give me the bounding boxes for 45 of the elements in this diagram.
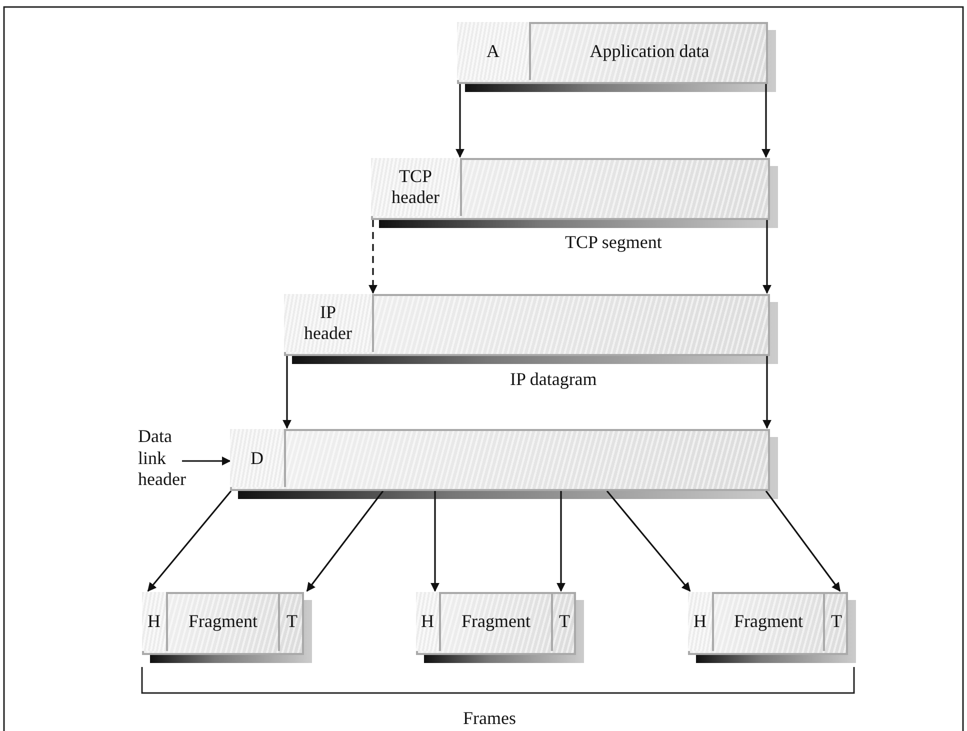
field-label: D (250, 448, 264, 468)
arrow (765, 490, 841, 592)
arrow (306, 490, 384, 592)
packet-bar (688, 592, 848, 655)
field-cell (416, 592, 441, 651)
arrow (456, 84, 464, 158)
arrow (556, 491, 566, 592)
field-label: TCP header (390, 166, 440, 208)
packet-bar (371, 158, 770, 220)
arrow (282, 356, 292, 429)
arrow (762, 84, 770, 158)
field-label: H (421, 611, 434, 632)
field-label: H (148, 611, 160, 632)
packet-bar (284, 294, 770, 356)
field-cell (371, 158, 462, 216)
field-label: A (486, 40, 500, 62)
field-label: Fragment (188, 611, 258, 632)
field-cell (142, 592, 168, 651)
packet-bar (142, 592, 304, 655)
field-label: Fragment (462, 611, 530, 632)
field-label: IP header (303, 302, 353, 344)
packet-bar (457, 22, 768, 84)
annotation-text: Data link header (138, 426, 186, 490)
arrow (762, 356, 772, 429)
arrow (147, 490, 232, 592)
arrow (182, 456, 231, 466)
packet-bar (230, 429, 770, 491)
field-label: T (559, 611, 570, 632)
arrow (606, 490, 691, 592)
group-label: Frames (463, 708, 516, 729)
field-label: H (694, 611, 706, 632)
arrow (368, 220, 378, 294)
field-cell (284, 294, 374, 352)
node-label: TCP segment (565, 232, 662, 253)
arrow (430, 491, 440, 592)
arrow (762, 220, 772, 294)
field-cell (230, 429, 286, 487)
field-cell (688, 592, 714, 651)
node-label: IP datagram (510, 369, 597, 390)
field-label: T (831, 611, 842, 632)
field-label: Application data (590, 40, 710, 62)
field-cell (457, 22, 531, 80)
field-label: Fragment (734, 611, 803, 632)
field-label: T (286, 611, 298, 632)
packet-bar (416, 592, 576, 655)
